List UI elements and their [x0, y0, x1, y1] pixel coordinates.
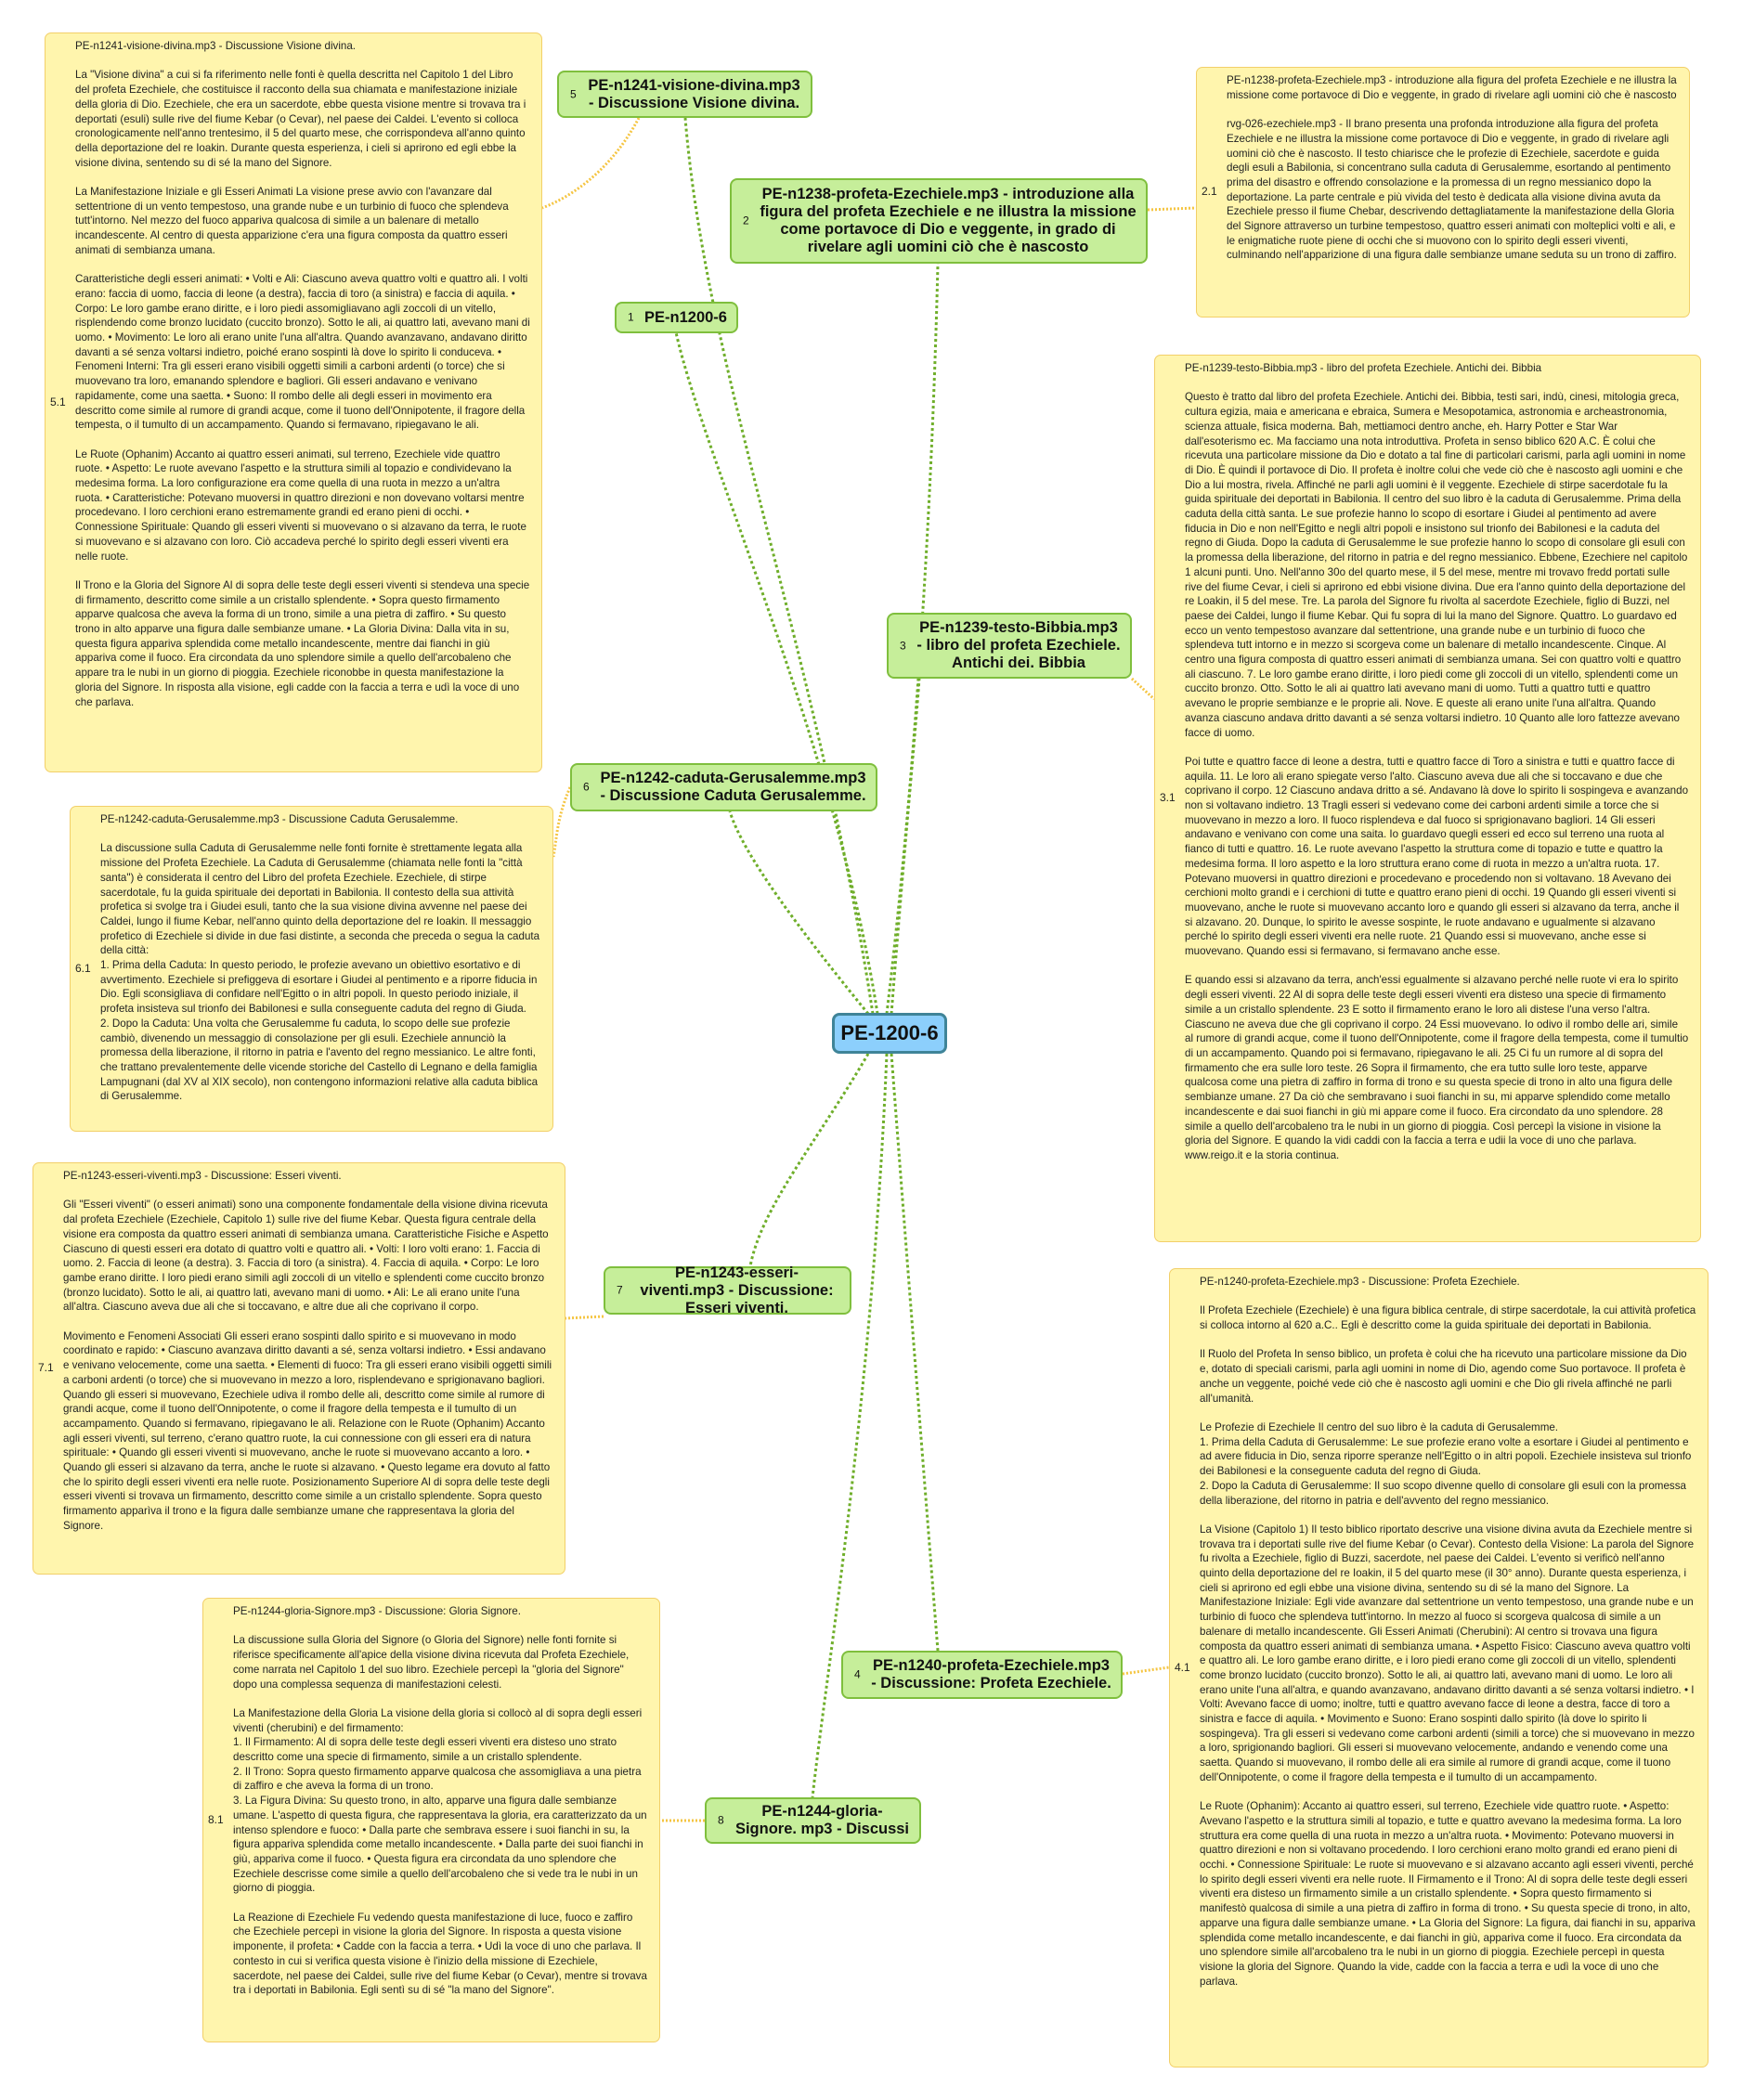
note-title: PE-n1243-esseri-viventi.mp3 - Discussion…	[63, 1170, 342, 1182]
note-paragraph: La discussione sulla Gloria del Signore …	[233, 1634, 630, 1691]
note-line-5	[541, 117, 641, 210]
topic-node-7[interactable]: 7 PE-n1243-esseri-viventi.mp3 - Discussio…	[604, 1264, 851, 1316]
topic-label: PE-n1244-gloria-Signore. mp3 - Discussi	[734, 1803, 910, 1837]
topic-node-3[interactable]: 3 PE-n1239-testo-Bibbia.mp3 - libro del p…	[887, 613, 1132, 679]
note-paragraph: E quando essi si alzavano da terra, anch…	[1185, 974, 1689, 1161]
note-paragraph: La "Visione divina" a cui si fa riferime…	[75, 69, 526, 169]
note-4-1: 4.1 PE-n1240-profeta-Ezechiele.mp3 - Disc…	[1169, 1268, 1709, 2068]
root-node[interactable]: PE-1200-6	[832, 1013, 947, 1054]
note-number: 3.1	[1160, 791, 1176, 805]
note-paragraph: Il Trono e la Gloria del Signore Al di s…	[75, 578, 530, 708]
note-title: PE-n1241-visione-divina.mp3 - Discussion…	[75, 40, 357, 52]
note-number: 7.1	[38, 1361, 54, 1375]
note-title: PE-n1244-gloria-Signore.mp3 - Discussion…	[233, 1605, 521, 1617]
note-paragraph: La Manifestazione della Gloria La vision…	[233, 1706, 647, 1895]
topic-number: 6	[583, 780, 590, 794]
note-paragraph: Gli "Esseri viventi" (o esseri animati) …	[63, 1199, 549, 1314]
note-line-6	[552, 786, 572, 858]
note-paragraph: Poi tutte e quattro facce di leone a des…	[1185, 755, 1689, 958]
topic-node-1[interactable]: 1 PE-n1200-6	[615, 302, 738, 333]
topic-label: PE-n1200-6	[644, 308, 727, 326]
topic-label: PE-n1239-testo-Bibbia.mp3 - libro del pr…	[916, 619, 1121, 671]
note-paragraph: Il Ruolo del Profeta In senso biblico, u…	[1200, 1348, 1687, 1405]
note-paragraph: La discussione sulla Caduta di Gerusalem…	[100, 842, 540, 1103]
note-line-7	[565, 1315, 604, 1320]
topic-label: PE-n1241-visione-divina.mp3 - Discussion…	[588, 76, 800, 111]
branch-line-1	[674, 331, 879, 1015]
note-paragraph: Le Ruote (Ophanim): Accanto ai quattro e…	[1200, 1800, 1696, 1988]
note-paragraph: La Reazione di Ezechiele Fu vedendo ques…	[233, 1911, 647, 1997]
note-line-2	[1147, 206, 1197, 212]
branch-line-4	[890, 1053, 940, 1652]
topic-node-2[interactable]: 2 PE-n1238-profeta-Ezechiele.mp3 - introd…	[730, 178, 1148, 264]
note-paragraph: Le Profezie di Ezechiele Il centro del s…	[1200, 1420, 1692, 1507]
topic-label: PE-n1243-esseri-viventi.mp3 - Discussion…	[640, 1264, 834, 1316]
topic-number: 1	[628, 310, 634, 324]
note-3-1: 3.1 PE-n1239-testo-Bibbia.mp3 - libro del…	[1154, 355, 1701, 1242]
note-line-4	[1122, 1666, 1170, 1676]
root-label: PE-1200-6	[840, 1021, 939, 1044]
note-8-1: 8.1 PE-n1244-gloria-Signore.mp3 - Discuss…	[202, 1598, 660, 2042]
branch-line-6	[728, 810, 870, 1015]
note-number: 5.1	[50, 395, 66, 408]
topic-number: 2	[743, 214, 749, 227]
topic-node-8[interactable]: 8 PE-n1244-gloria-Signore. mp3 - Discussi	[705, 1797, 921, 1844]
note-number: 2.1	[1202, 185, 1217, 199]
note-paragraph: Questo è tratto dal libro del profeta Ez…	[1185, 391, 1688, 739]
topic-label: PE-n1238-profeta-Ezechiele.mp3 - introdu…	[760, 186, 1137, 255]
note-number: 4.1	[1175, 1660, 1190, 1674]
note-title: PE-n1239-testo-Bibbia.mp3 - libro del pr…	[1185, 362, 1542, 374]
topic-label: PE-n1240-profeta-Ezechiele.mp3 - Discuss…	[871, 1657, 1111, 1692]
note-6-1: 6.1 PE-n1242-caduta-Gerusalemme.mp3 - Dis…	[70, 806, 553, 1132]
topic-node-6[interactable]: 6 PE-n1242-caduta-Gerusalemme.mp3 - Discu…	[570, 763, 877, 811]
note-line-3	[1130, 677, 1156, 701]
note-title: PE-n1242-caduta-Gerusalemme.mp3 - Discus…	[100, 813, 459, 825]
note-number: 6.1	[75, 961, 91, 975]
note-number: 8.1	[208, 1812, 224, 1826]
branch-line-5	[683, 117, 875, 1015]
note-paragraph: Il Profeta Ezechiele (Ezechiele) è una f…	[1200, 1304, 1696, 1332]
note-paragraph: Le Ruote (Ophanim) Accanto ai quattro es…	[75, 447, 526, 563]
topic-node-4[interactable]: 4 PE-n1240-profeta-Ezechiele.mp3 - Discus…	[841, 1651, 1123, 1699]
topic-number: 4	[854, 1667, 861, 1681]
branch-line-3	[890, 678, 921, 1015]
topic-number: 3	[900, 639, 906, 652]
topic-number: 8	[718, 1813, 724, 1827]
note-paragraph: Movimento e Fenomeni Associati Gli esser…	[63, 1329, 552, 1532]
topic-label: PE-n1242-caduta-Gerusalemme.mp3 - Discus…	[600, 770, 866, 804]
note-7-1: 7.1 PE-n1243-esseri-viventi.mp3 - Discuss…	[32, 1162, 565, 1575]
note-title: PE-n1238-profeta-Ezechiele.mp3 - introdu…	[1227, 74, 1677, 101]
note-paragraph: rvg-026-ezechiele.mp3 - Il brano present…	[1227, 118, 1677, 262]
note-2-1: 2.1 PE-n1238-profeta-Ezechiele.mp3 - intr…	[1196, 67, 1690, 318]
note-title: PE-n1240-profeta-Ezechiele.mp3 - Discuss…	[1200, 1276, 1520, 1288]
note-5-1: 5.1 PE-n1241-visione-divina.mp3 - Discuss…	[45, 32, 542, 772]
branch-line-7	[748, 1053, 870, 1267]
branch-line-8	[811, 1053, 889, 1798]
note-paragraph: La Manifestazione Iniziale e gli Esseri …	[75, 186, 509, 256]
note-paragraph: La Visione (Capitolo 1) Il testo biblico…	[1200, 1523, 1695, 1783]
topic-node-5[interactable]: 5 PE-n1241-visione-divina.mp3 - Discussio…	[557, 71, 812, 118]
topic-number: 5	[570, 87, 577, 100]
note-paragraph: Caratteristiche degli esseri animati: • …	[75, 273, 530, 432]
topic-number: 7	[617, 1283, 623, 1297]
